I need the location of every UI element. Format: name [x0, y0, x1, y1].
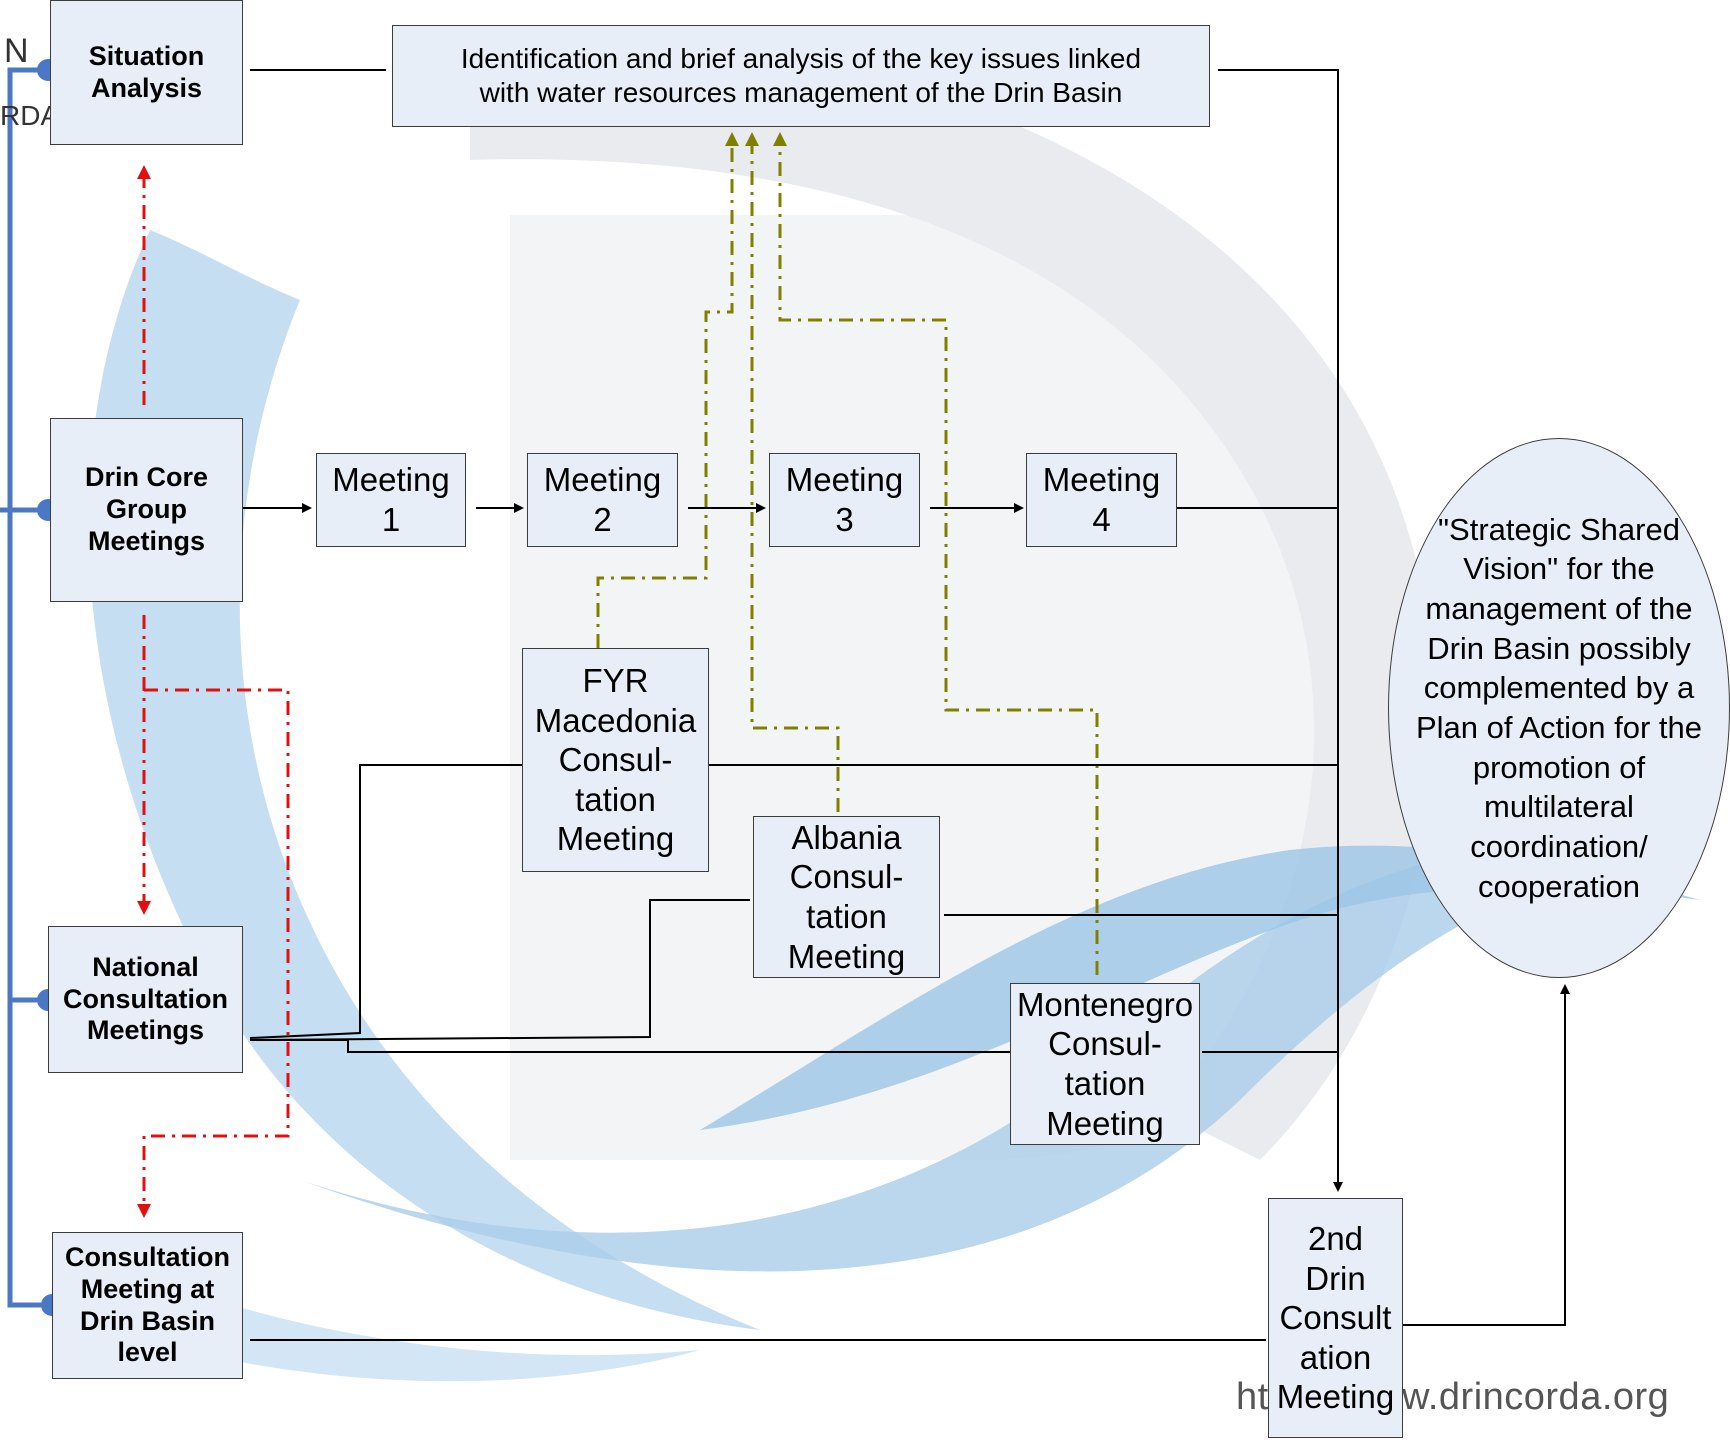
meeting-3-box: Meeting 3 [769, 453, 920, 547]
drin-core-group-box: Drin Core Group Meetings [50, 418, 243, 602]
basin-consultation-label: Consultation Meeting at Drin Basin level [65, 1241, 230, 1368]
meeting-4-box: Meeting 4 [1026, 453, 1177, 547]
meeting-2-box: Meeting 2 [527, 453, 678, 547]
logo-fragment-bottom: RDA [0, 100, 60, 131]
national-consultation-box: National Consultation Meetings [48, 926, 243, 1073]
timeline [0, 67, 48, 1308]
watermark-swoosh-left [88, 230, 761, 1330]
basin-consultation-box: Consultation Meeting at Drin Basin level [52, 1232, 243, 1379]
montenegro-consultation-label: Montenegro Consul- tation Meeting [1016, 985, 1194, 1142]
strategic-shared-vision-oval: "Strategic Shared Vision" for the manage… [1388, 438, 1730, 978]
black-lines [235, 69, 1570, 1341]
watermark-swoosh-mid [700, 845, 1700, 1130]
watermark-d-ring [470, 29, 1436, 1161]
situation-analysis-label: Situation Analysis [88, 40, 205, 103]
watermark-swoosh-bottom [300, 836, 1700, 1272]
national-consultation-label: National Consultation Meetings [63, 951, 228, 1046]
timeline-dots [37, 59, 63, 1316]
watermark-url-left: ht [1236, 1376, 1269, 1418]
second-drin-consultation-label: 2nd Drin Consult ation Meeting [1276, 1220, 1395, 1416]
second-drin-consultation-box: 2nd Drin Consult ation Meeting [1268, 1198, 1403, 1438]
watermark-url-right: w.drincorda.org [1402, 1376, 1670, 1418]
fyr-macedonia-consultation-label: FYR Macedonia Consul- tation Meeting [534, 662, 697, 858]
key-issues-label: Identification and brief analysis of the… [460, 42, 1142, 108]
meeting-1-box: Meeting 1 [316, 453, 466, 547]
meeting-4-label: Meeting 4 [1042, 461, 1161, 538]
albania-consultation-label: Albania Consul- tation Meeting [787, 818, 906, 975]
key-issues-box: Identification and brief analysis of the… [392, 25, 1210, 127]
meeting-1-label: Meeting 1 [332, 461, 450, 538]
strategic-shared-vision-label: "Strategic Shared Vision" for the manage… [1415, 511, 1703, 904]
olive-arrows [596, 132, 1099, 975]
meeting-2-label: Meeting 2 [543, 461, 662, 538]
red-arrows [137, 165, 290, 1218]
montenegro-consultation-box: Montenegro Consul- tation Meeting [1010, 983, 1200, 1145]
meeting-3-label: Meeting 3 [785, 461, 904, 538]
drin-core-group-label: Drin Core Group Meetings [84, 462, 209, 556]
fyr-macedonia-consultation-box: FYR Macedonia Consul- tation Meeting [522, 648, 709, 872]
logo-fragment-top: N [4, 32, 29, 70]
albania-consultation-box: Albania Consul- tation Meeting [753, 816, 940, 978]
situation-analysis-box: Situation Analysis [50, 0, 243, 145]
